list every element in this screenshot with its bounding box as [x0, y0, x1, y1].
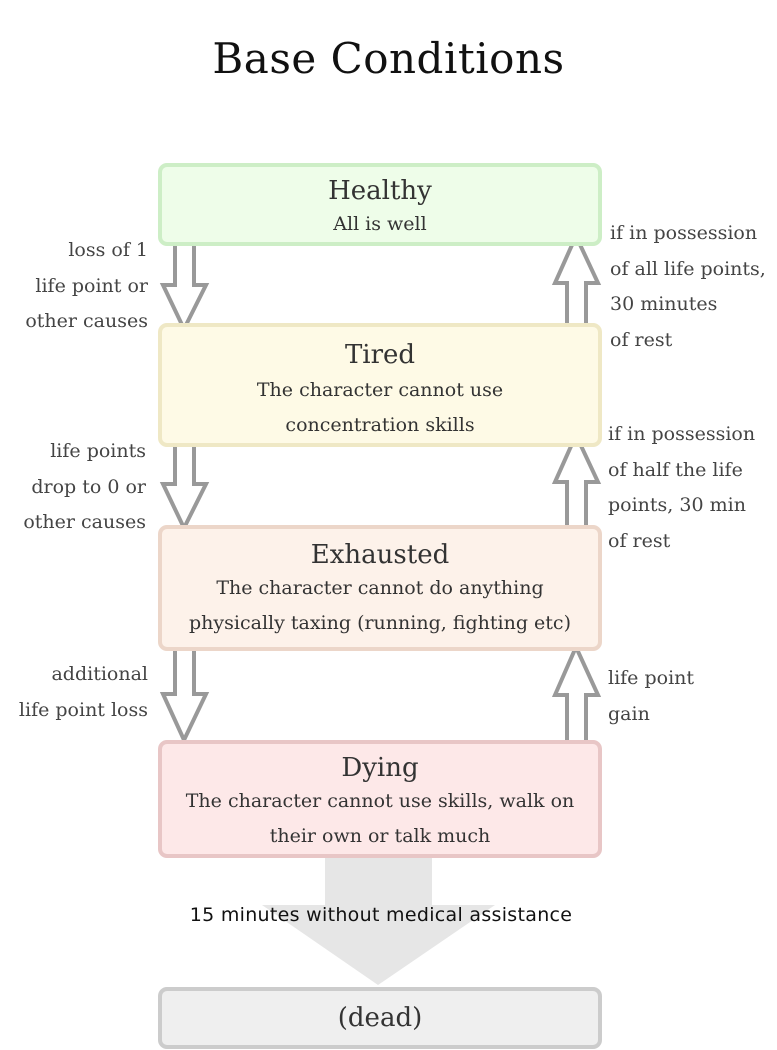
label-line: of rest	[608, 529, 671, 552]
label-line: points, 30 min	[608, 494, 746, 516]
label-line: 30 minutes	[610, 293, 718, 315]
transition-dying-to-exhausted-label: life point gain	[608, 661, 694, 732]
state-tired: Tired The character cannot use concentra…	[158, 323, 602, 447]
state-tired-desc-line: concentration skills	[285, 414, 475, 436]
arrow-up-exhausted-to-tired-icon	[551, 430, 602, 534]
diagram-title: Base Conditions	[212, 34, 565, 83]
state-healthy-desc-line: All is well	[333, 213, 427, 235]
state-tired-desc: The character cannot use concentration s…	[162, 373, 598, 443]
arrow-down-exhausted-to-dying-icon	[159, 644, 210, 745]
state-tired-name: Tired	[344, 340, 416, 370]
state-exhausted-desc: The character cannot do anything physica…	[162, 571, 598, 641]
state-exhausted: Exhausted The character cannot do anythi…	[158, 525, 602, 651]
state-dying-desc: The character cannot use skills, walk on…	[162, 784, 598, 854]
label-line: life point	[608, 667, 695, 689]
transition-tired-to-exhausted-label: life points drop to 0 or other causes	[23, 434, 146, 541]
label-line: of all life points,	[610, 257, 766, 280]
transition-tired-to-healthy-label: if in possession of all life points, 30 …	[610, 216, 766, 358]
transition-exhausted-to-dying-label: additional life point loss	[19, 657, 148, 728]
state-exhausted-desc-line: The character cannot do anything	[216, 577, 544, 599]
transition-healthy-to-tired-label: loss of 1 life point or other causes	[25, 233, 148, 340]
transition-dying-to-dead-label: 15 minutes without medical assistance	[189, 904, 573, 926]
arrow-dying-to-dead-icon	[262, 858, 495, 985]
state-healthy: Healthy All is well	[158, 163, 602, 246]
label-line: loss of 1	[68, 239, 148, 261]
state-tired-desc-line: The character cannot use	[256, 379, 504, 401]
label-line: if in possession	[610, 222, 758, 244]
label-line: life points	[50, 440, 146, 462]
arrow-up-tired-to-healthy-icon	[551, 231, 602, 335]
label-line: other causes	[23, 511, 146, 533]
label-line: gain	[608, 702, 650, 725]
label-line: other causes	[25, 310, 148, 332]
arrow-up-dying-to-exhausted-icon	[551, 642, 602, 747]
label-line: if in possession	[608, 423, 756, 445]
state-dying: Dying The character cannot use skills, w…	[158, 740, 602, 858]
label-line: life point loss	[18, 698, 148, 721]
label-line: of rest	[610, 328, 673, 351]
state-dying-name: Dying	[341, 753, 419, 783]
label-line: life point or	[35, 274, 148, 297]
state-dead: (dead)	[158, 987, 602, 1049]
arrow-down-healthy-to-tired-icon	[159, 235, 210, 334]
state-dying-desc-line: their own or talk much	[269, 825, 491, 847]
state-healthy-desc: All is well	[162, 207, 598, 242]
label-line: drop to 0 or	[31, 475, 146, 498]
transition-exhausted-to-tired-label: if in possession of half the life points…	[608, 417, 755, 559]
arrow-down-tired-to-exhausted-icon	[159, 434, 210, 533]
state-exhausted-desc-line: physically taxing (running, fighting etc…	[189, 612, 571, 634]
label-line: additional	[51, 663, 148, 685]
state-dying-desc-line: The character cannot use skills, walk on	[185, 790, 575, 812]
state-exhausted-name: Exhausted	[310, 540, 450, 570]
state-healthy-name: Healthy	[328, 176, 432, 206]
label-line: of half the life	[608, 458, 743, 481]
state-dead-name: (dead)	[337, 1003, 423, 1033]
